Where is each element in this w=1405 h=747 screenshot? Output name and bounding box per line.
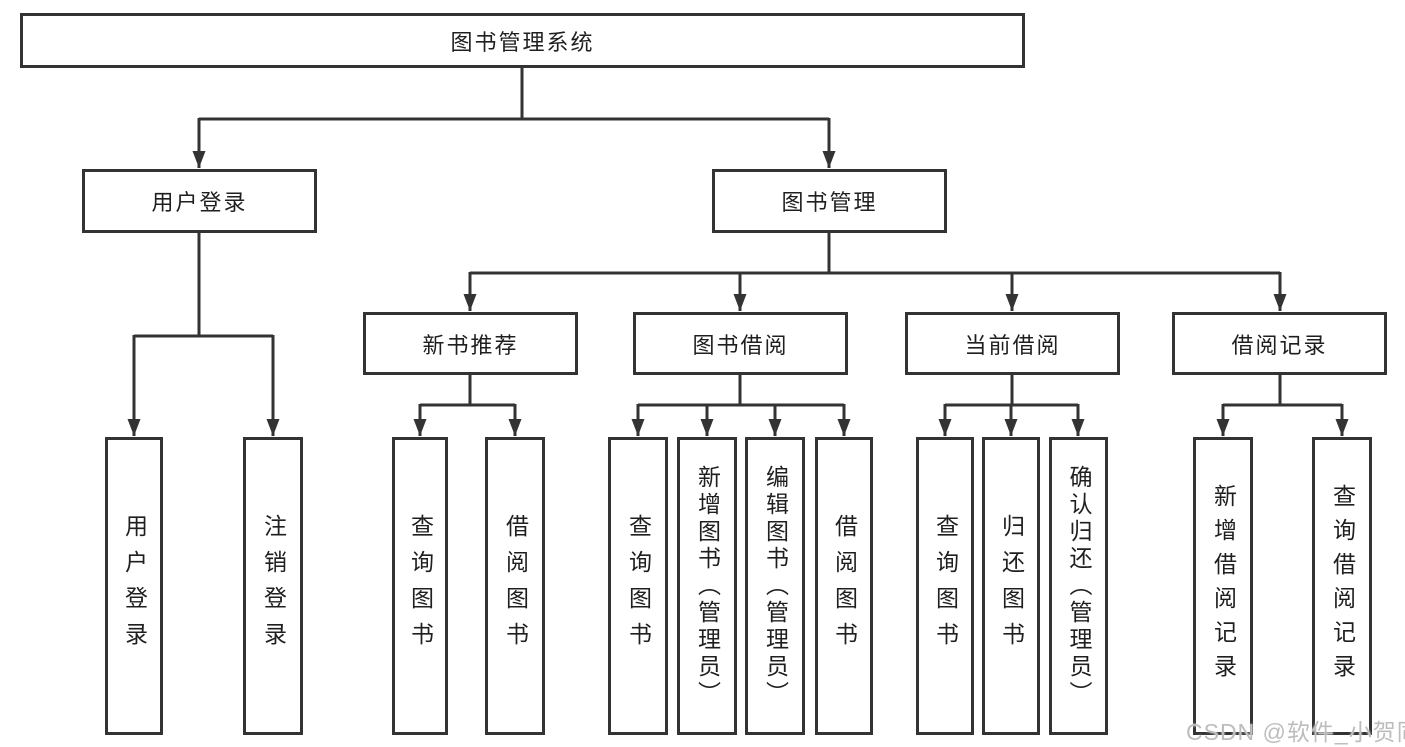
node-new-book-recommendation: 新书推荐 (363, 312, 578, 375)
node-label: 图书管理系统 (450, 29, 595, 55)
node-label: 图书借阅 (692, 332, 789, 358)
node-edit-book-admin: 编辑图书（管理员） (745, 437, 805, 735)
node-current-borrowing: 当前借阅 (905, 312, 1120, 375)
node-label: 确认归还（管理员） (1066, 464, 1092, 708)
node-label: 用户登录 (151, 190, 248, 215)
node-return-book: 归还图书 (982, 437, 1040, 735)
node-book-borrowing: 图书借阅 (633, 312, 848, 375)
node-query-books-recommend: 查询图书 (392, 437, 448, 735)
node-label: 用户登录 (121, 514, 148, 658)
node-label: 查询图书 (932, 514, 959, 658)
node-query-books-current: 查询图书 (916, 437, 974, 735)
node-borrow-books-action: 借阅图书 (815, 437, 873, 735)
node-query-books-borrow: 查询图书 (608, 437, 668, 735)
node-label: 图书管理 (781, 190, 878, 215)
node-label: 查询图书 (407, 514, 434, 658)
csdn-watermark: CSDN @软件_小贺同学 (1186, 719, 1405, 745)
node-label: 查询图书 (625, 514, 652, 658)
node-label: 当前借阅 (964, 332, 1061, 358)
node-user-login-module: 用户登录 (82, 169, 317, 233)
node-book-management-module: 图书管理 (712, 169, 947, 233)
node-label: 编辑图书（管理员） (762, 464, 789, 708)
node-borrow-books-recommend: 借阅图书 (485, 437, 545, 735)
node-query-borrow-record: 查询借阅记录 (1312, 437, 1372, 735)
node-label: 归还图书 (998, 514, 1025, 658)
node-user-login-action: 用户登录 (105, 437, 163, 735)
node-confirm-return-admin: 确认归还（管理员） (1049, 437, 1108, 735)
node-label: 借阅记录 (1231, 332, 1328, 358)
node-label: 新书推荐 (422, 332, 519, 358)
node-label: 注销登录 (260, 514, 287, 658)
node-label: 借阅图书 (502, 514, 529, 658)
node-label: 借阅图书 (831, 514, 858, 658)
node-label: 查询借阅记录 (1329, 484, 1356, 688)
node-root-system: 图书管理系统 (20, 13, 1025, 68)
node-add-book-admin: 新增图书（管理员） (677, 437, 737, 735)
node-borrowing-records: 借阅记录 (1172, 312, 1387, 375)
node-logout-action: 注销登录 (243, 437, 303, 735)
node-label: 新增借阅记录 (1210, 484, 1237, 688)
node-add-borrow-record: 新增借阅记录 (1193, 437, 1253, 735)
node-label: 新增图书（管理员） (694, 464, 721, 708)
